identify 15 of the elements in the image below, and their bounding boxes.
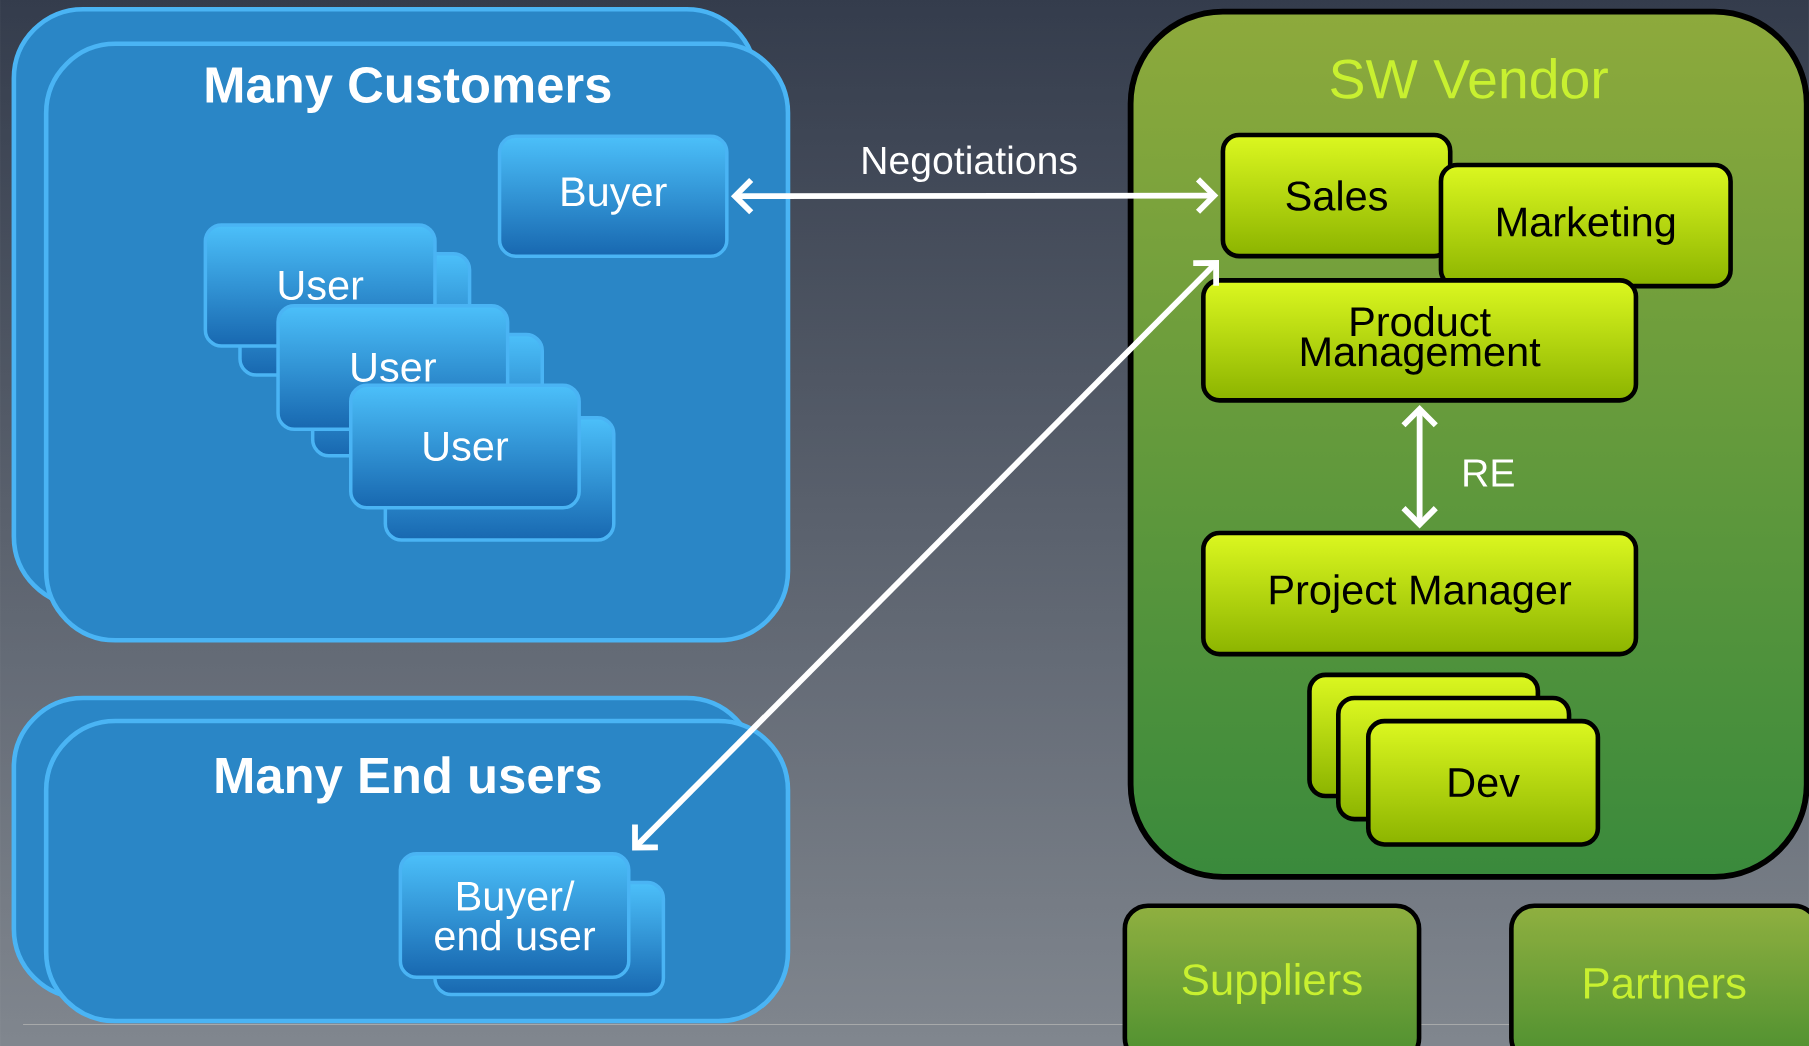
arrow <box>1401 404 1438 529</box>
role-box: Buyer <box>497 134 729 258</box>
department-box: Marketing <box>1438 162 1733 289</box>
department-box: Sales <box>1220 132 1453 259</box>
edge-label: RE <box>1464 459 1514 487</box>
role-box: Buyer/ end user <box>398 851 631 979</box>
partner-box: Suppliers <box>1122 903 1422 1046</box>
arrow <box>730 177 1219 215</box>
department-box: Dev <box>1307 672 1601 847</box>
edge-label: Negotiations <box>863 145 1077 182</box>
role-box: User <box>349 383 581 510</box>
arrow <box>632 259 1220 851</box>
department-box: Product Management <box>1201 277 1639 403</box>
partner-box: Partners <box>1509 903 1809 1046</box>
department-box: Project Manager <box>1201 530 1639 657</box>
